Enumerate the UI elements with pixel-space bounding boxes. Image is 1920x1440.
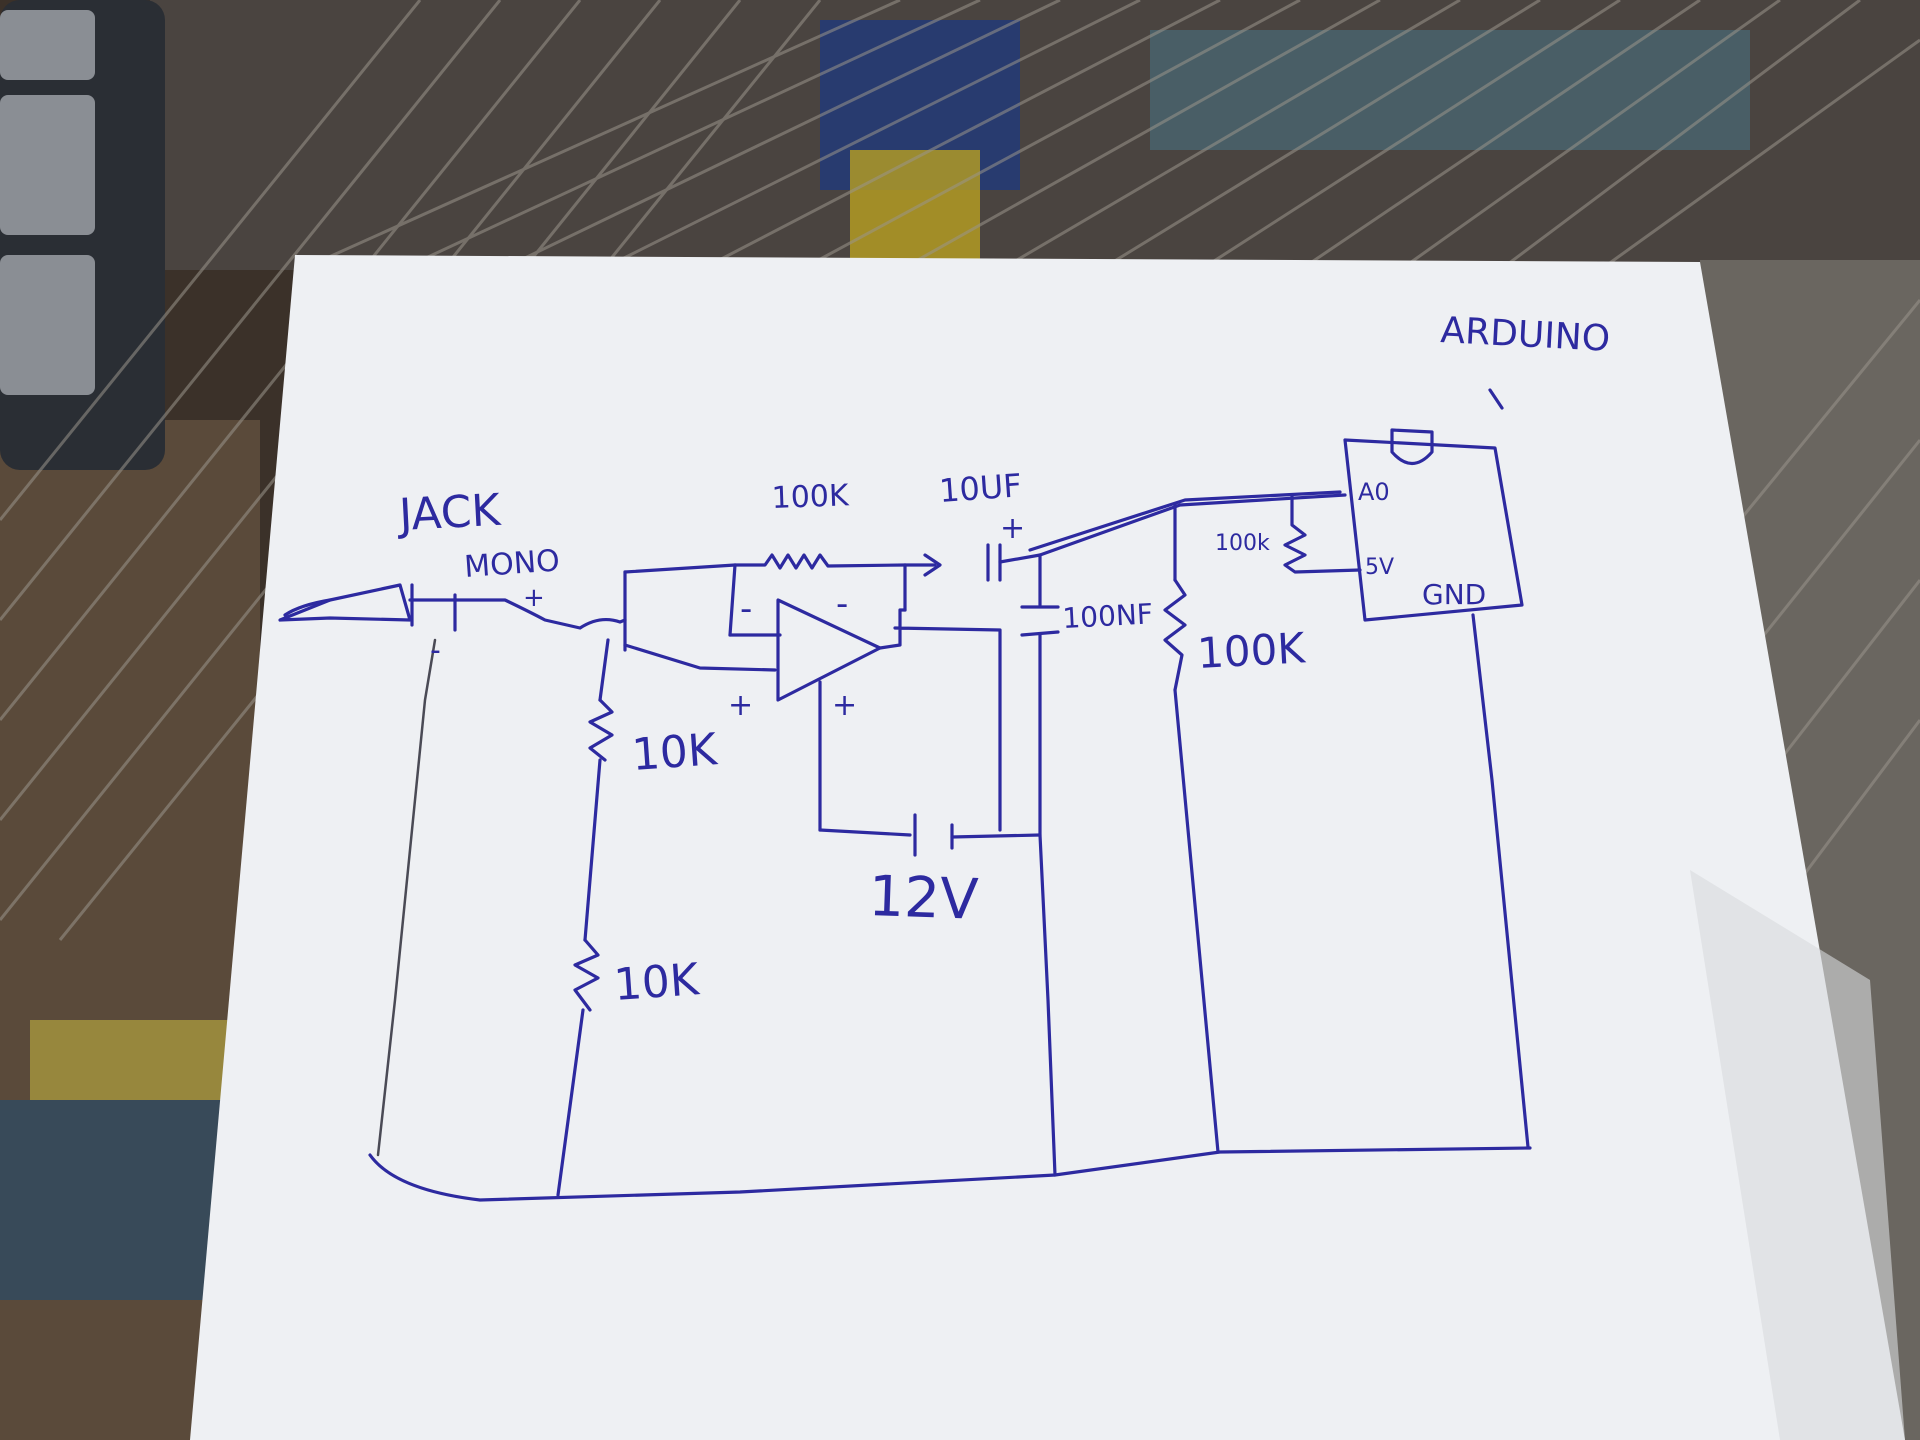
arduino-usb-notch <box>1390 428 1434 466</box>
label-opamp-dot: - <box>836 584 848 624</box>
label-cap-plus: + <box>1000 511 1025 546</box>
wire-divider-top <box>598 638 610 702</box>
wire-jack-ground <box>376 638 437 1157</box>
wire-divider-mid <box>583 758 602 942</box>
label-opamp-plus2: + <box>832 688 857 723</box>
label-res-div-top: 10K <box>630 724 719 781</box>
arduino-box <box>1343 438 1524 622</box>
label-res-pullup: 100k <box>1215 531 1270 556</box>
wire-feedback-left-drop <box>728 563 737 637</box>
glass-stripes <box>0 0 1920 941</box>
keyboard-key-1 <box>0 10 95 80</box>
paper-sheet <box>190 255 1905 1440</box>
wire-a0-line <box>1028 490 1347 557</box>
wire-filter-down <box>1038 633 1057 1177</box>
label-res-feedback: 100K <box>771 478 850 516</box>
wire-arduino-gnd <box>1471 613 1530 1149</box>
resistor-div-top <box>588 698 614 762</box>
label-res-bias-gnd: 100K <box>1196 623 1308 678</box>
label-pin-a0: A0 <box>1358 478 1390 506</box>
label-opamp-plus: + <box>728 688 753 723</box>
jack-plug-tip <box>283 598 332 617</box>
desk-teal-object <box>1150 30 1750 150</box>
label-jack: JACK <box>395 485 503 541</box>
label-jack-minus: - <box>430 633 441 668</box>
wire-battery-left <box>818 828 912 837</box>
cap-coupling-arrow <box>923 553 942 577</box>
wire-to-opamp-plus <box>623 643 777 672</box>
wire-battery-right <box>950 833 1042 839</box>
label-res-div-bottom: 10K <box>612 954 701 1011</box>
resistor-feedback <box>733 553 907 570</box>
label-mono: MONO <box>463 543 561 585</box>
opamp-symbol <box>776 598 882 702</box>
label-opamp-minus: - <box>740 589 752 629</box>
label-battery: 12V <box>868 864 980 933</box>
desk-yellow-object <box>850 150 980 260</box>
keyboard-key-3 <box>0 255 95 395</box>
desk-blue-left <box>0 1100 230 1300</box>
wire-cap-to-a0 <box>998 553 1042 564</box>
resistor-bias-gnd <box>1163 578 1187 692</box>
arduino-pointer <box>1488 388 1504 410</box>
wire-ground-bus <box>368 1146 1532 1202</box>
wire-divider-bottom <box>556 1008 585 1197</box>
label-cap-coupling: 10UF <box>938 466 1023 510</box>
paper-shadow-right <box>1690 870 1905 1440</box>
label-pin-gnd: GND <box>1422 578 1486 611</box>
label-arduino: ARDUINO <box>1440 310 1612 360</box>
circuit-wiring <box>278 388 1532 1202</box>
label-cap-filter: 100NF <box>1062 597 1154 635</box>
wire-jack-signal <box>408 598 627 630</box>
keyboard-key-2 <box>0 95 95 235</box>
label-pin-5v: 5V <box>1365 555 1394 580</box>
resistor-pullup <box>1283 493 1362 574</box>
label-jack-plus: + <box>523 583 545 613</box>
wire-bias-down <box>1173 688 1220 1154</box>
jack-plug-symbol <box>278 583 412 622</box>
wire-to-feedback <box>623 563 737 574</box>
desk-yellow-left <box>30 1020 240 1100</box>
resistor-div-bottom <box>573 938 600 1012</box>
wire-opamp-output <box>878 608 1002 832</box>
